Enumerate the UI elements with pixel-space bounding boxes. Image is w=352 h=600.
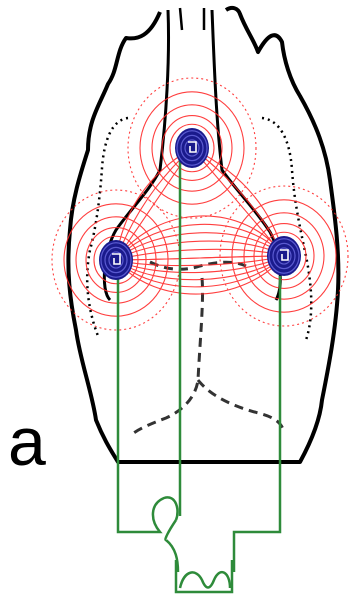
left-coil: [99, 240, 133, 280]
link-field-line: [116, 256, 284, 294]
right-coil: [267, 236, 301, 276]
link-field-line: [116, 241, 284, 260]
link-field-line: [116, 256, 284, 260]
field-lines: [52, 78, 348, 330]
wire-junction: [165, 520, 176, 540]
inner-outline-center: [180, 8, 204, 30]
link-field-line: [116, 256, 284, 266]
wire-left: [118, 276, 178, 532]
wire-right: [234, 276, 280, 572]
top-coil: [175, 128, 209, 168]
wire-loop: [180, 572, 230, 588]
panel-label: a: [8, 408, 46, 476]
outer-outline: [68, 8, 338, 462]
dashed-outline-lower: [130, 262, 284, 436]
